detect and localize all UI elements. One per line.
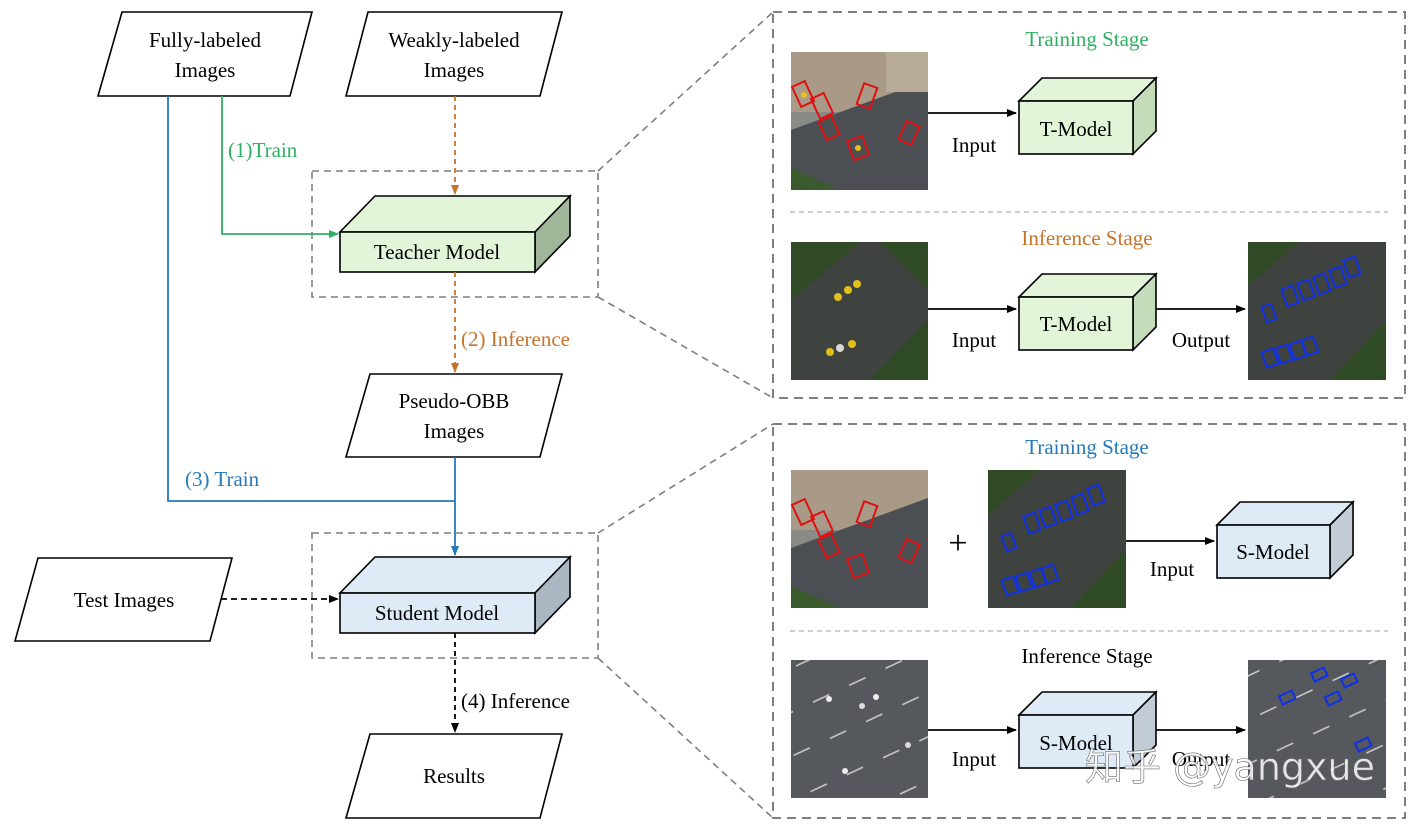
student-training-pseudo-image	[988, 470, 1126, 608]
student-focus-box	[311, 532, 599, 659]
results-label: Results	[423, 764, 485, 788]
teacher-inference-aerial-image	[791, 242, 928, 380]
train-1-label: (1)Train	[228, 138, 298, 162]
test-images-node: Test Images	[13, 557, 234, 642]
pseudo-obb-images-node: Pseudo-OBB Images	[344, 373, 564, 458]
t-model-inference-cuboid: T-Model	[1017, 272, 1158, 352]
teacher-model-node: Teacher Model	[338, 194, 572, 274]
fully-labeled-line2: Images	[175, 58, 236, 82]
test-images-label: Test Images	[74, 588, 175, 612]
s-model-inference-label: S-Model	[1039, 731, 1113, 755]
student-zoom-line-top	[597, 423, 774, 534]
student-training-title: Training Stage	[1025, 435, 1148, 459]
train-3-line	[167, 96, 455, 502]
fully-labeled-line1: Fully-labeled	[149, 28, 261, 52]
student-zoom-line-bottom	[597, 657, 774, 819]
teacher-inference-input-label: Input	[952, 328, 996, 352]
teacher-training-aerial-image	[790, 52, 928, 190]
teacher-inference-title: Inference Stage	[1021, 226, 1152, 250]
s-model-inference-cuboid: S-Model	[1017, 690, 1158, 770]
train-1-arrow	[221, 96, 339, 238]
results-node: Results	[344, 733, 564, 819]
teacher-zoom-line-bottom	[597, 296, 774, 399]
plus-sign: +	[948, 525, 967, 562]
student-inference-title: Inference Stage	[1021, 644, 1152, 668]
train-3-label: (3) Train	[185, 467, 260, 491]
s-model-training-cuboid: S-Model	[1215, 500, 1355, 580]
teacher-training-input-label: Input	[952, 133, 996, 157]
student-inference-input-label: Input	[952, 747, 996, 771]
teacher-zoom-line-top	[597, 11, 774, 172]
student-training-input-label: Input	[1150, 557, 1194, 581]
t-model-inference-label: T-Model	[1040, 312, 1113, 336]
student-output-highway-image	[1248, 660, 1386, 798]
pseudo-obb-line1: Pseudo-OBB	[399, 389, 510, 413]
inference-2-label: (2) Inference	[461, 327, 570, 351]
teacher-output-aerial-image	[1248, 242, 1386, 380]
student-model-label: Student Model	[375, 601, 499, 625]
s-model-training-label: S-Model	[1236, 540, 1310, 564]
pseudo-obb-line2: Images	[424, 419, 485, 443]
student-output-label: Output	[1172, 747, 1231, 771]
teacher-output-label: Output	[1172, 328, 1231, 352]
teacher-detail-panel	[772, 11, 1406, 399]
fully-labeled-images-node: Fully-labeled Images	[96, 11, 314, 97]
teacher-training-title: Training Stage	[1025, 27, 1148, 51]
student-inference-highway-image	[791, 660, 928, 798]
weakly-labeled-images-node: Weakly-labeled Images	[344, 11, 564, 97]
student-training-labeled-image	[790, 470, 928, 608]
student-detail-panel	[772, 423, 1406, 819]
t-model-training-cuboid: T-Model	[1017, 76, 1158, 156]
student-model-node: Student Model	[338, 555, 572, 635]
watermark-text: 知乎 @yangxue	[1085, 745, 1375, 789]
teacher-model-label: Teacher Model	[374, 240, 500, 264]
weakly-labeled-line1: Weakly-labeled	[388, 28, 520, 52]
inference-4-label: (4) Inference	[461, 689, 570, 713]
weakly-labeled-line2: Images	[424, 58, 485, 82]
t-model-training-label: T-Model	[1040, 117, 1113, 141]
